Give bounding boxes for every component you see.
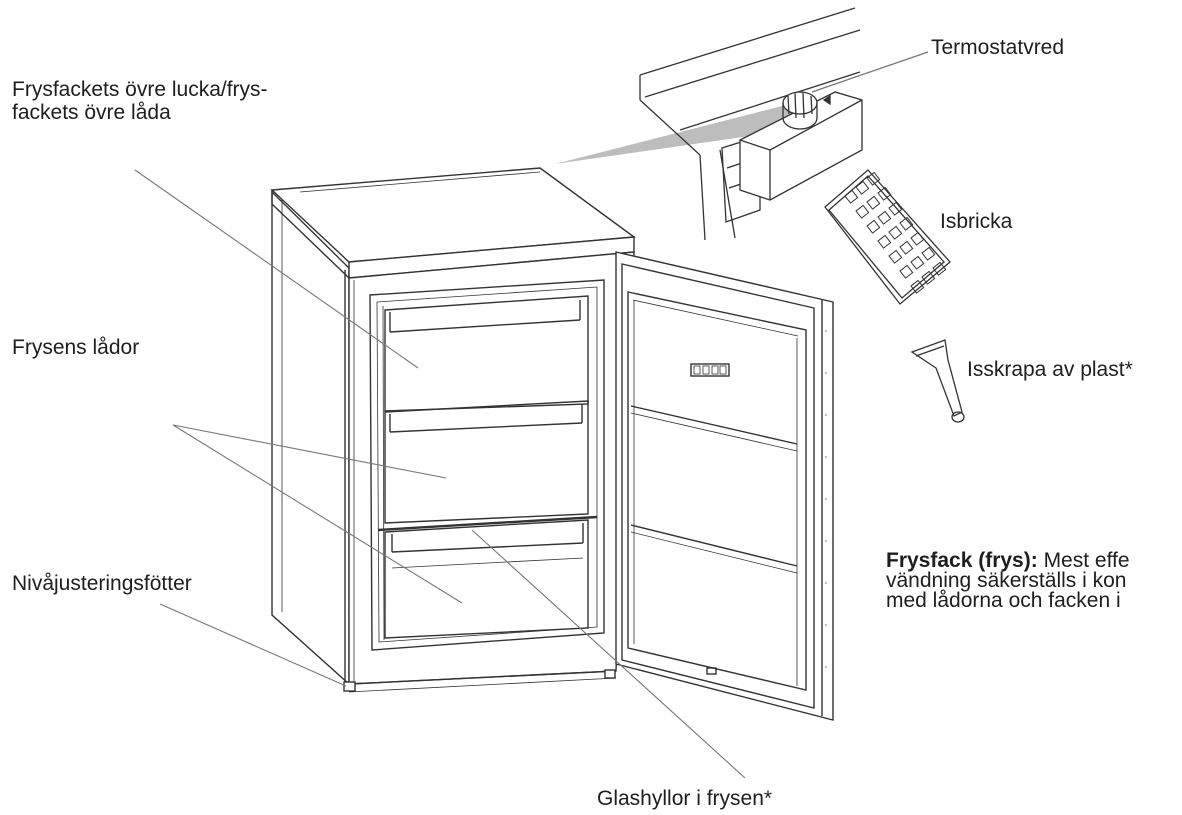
note-line-1: Frysfack (frys): Mest effe <box>886 551 1182 571</box>
label-thermostat: Termostatvred <box>931 36 1065 59</box>
levelling-foot <box>343 681 356 692</box>
freezer-cabinet <box>270 167 636 693</box>
label-ice-tray: Isbricka <box>940 210 1013 233</box>
callout-drawer-a <box>172 424 447 479</box>
note-heading: Frysfack (frys): <box>886 551 1038 572</box>
note-line-1-rest: Mest effe <box>1037 551 1130 572</box>
glass-shelf <box>377 515 598 532</box>
drawer-2 <box>384 400 589 524</box>
callout-shelf <box>471 529 746 779</box>
levelling-foot <box>604 669 616 679</box>
freezer-note: Frysfack (frys): Mest effe vändning säke… <box>886 551 1182 611</box>
callout-drawer-b <box>172 424 463 604</box>
label-ice-scraper: Isskrapa av plast* <box>967 358 1133 381</box>
note-line-3: med lådorna och facken i <box>886 589 1121 611</box>
drawer-3 <box>384 519 589 639</box>
ice-cube-grid <box>844 171 947 294</box>
ice-scraper-drawing <box>910 339 965 423</box>
door-badge <box>690 363 730 377</box>
label-top-lid: Frysfackets övre lucka/frys- fackets övr… <box>12 78 268 124</box>
knob-arrow-icon <box>822 94 831 106</box>
label-levelling-feet: Nivåjusteringsfötter <box>12 572 192 595</box>
label-drawers: Frysens lådor <box>12 336 140 359</box>
callout-top-lid <box>134 169 419 369</box>
note-line-2: vändning säkerställs i kon <box>886 569 1127 592</box>
zoom-highlight <box>555 104 806 164</box>
thermostat-inset <box>555 7 929 241</box>
callout-lines <box>134 169 746 779</box>
callout-feet <box>159 603 347 687</box>
ice-tray-drawing <box>824 169 951 305</box>
freezer-door <box>615 251 834 721</box>
label-glass-shelves: Glashyllor i frysen* <box>597 787 773 810</box>
callout-thermostat <box>811 51 929 93</box>
